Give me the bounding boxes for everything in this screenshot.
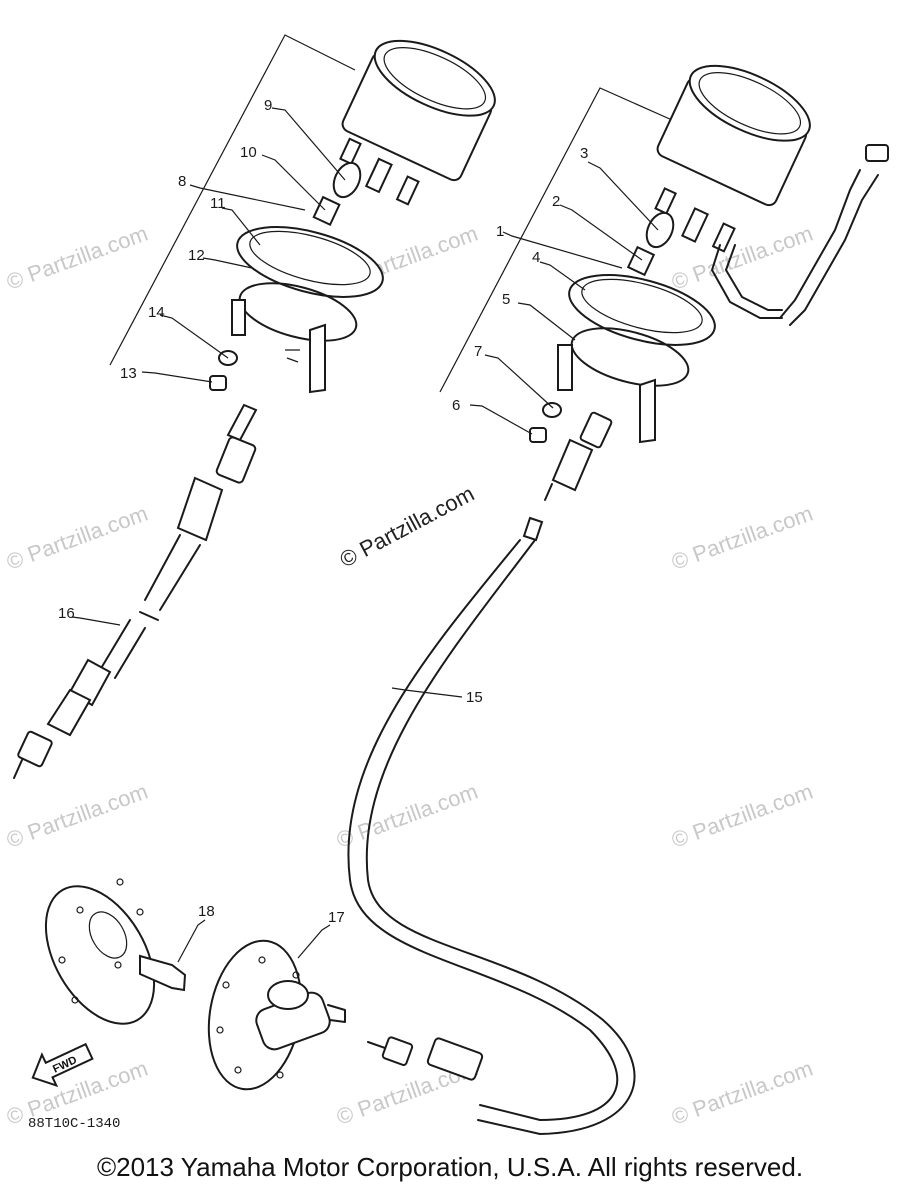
copyright-notice: ©2013 Yamaha Motor Corporation, U.S.A. A… [96,1152,804,1182]
callout-12: 12 [188,247,205,264]
callout-2: 2 [552,193,560,210]
callout-13: 13 [120,365,137,382]
right-meter-assembly [439,64,889,501]
callout-11: 11 [210,195,226,212]
watermark-4: © Partzilla.com [3,501,151,575]
watermark-7: © Partzilla.com [333,779,481,853]
callout-5: 5 [502,291,510,308]
left-bracket [109,34,356,366]
callout-17: 17 [328,909,345,926]
watermark-5: © Partzilla.com [668,501,816,575]
left-meter-cable [13,403,258,779]
watermark-1: © Partzilla.com [3,221,151,295]
callout-1: 1 [496,223,504,240]
callout-labels: 1 2 3 4 5 6 7 8 9 10 11 12 13 14 15 16 1… [58,97,588,926]
right-bracket [439,87,673,393]
callout-9: 9 [264,97,272,114]
right-long-cable [347,516,636,1135]
callout-8: 8 [178,173,186,190]
callout-6: 6 [452,397,460,414]
center-watermark: © Partzilla.com [336,481,479,573]
callout-16: 16 [58,605,75,622]
callout-14: 14 [148,304,165,321]
left-meter-assembly [109,34,496,394]
right-meter-body [656,64,811,207]
callout-4: 4 [532,249,540,266]
drawing-code: 88T10C-1340 [28,1116,120,1132]
watermark-6: © Partzilla.com [3,779,151,853]
callout-10: 10 [240,144,257,161]
callout-7: 7 [474,343,482,360]
fwd-arrow-icon: FWD [31,1042,94,1088]
watermark-8: © Partzilla.com [668,779,816,853]
callout-3: 3 [580,145,588,162]
left-meter-body [341,39,496,182]
watermark-11: © Partzilla.com [668,1056,816,1130]
callout-18: 18 [198,903,215,920]
hub-parts [44,878,346,1091]
callout-15: 15 [466,689,483,706]
